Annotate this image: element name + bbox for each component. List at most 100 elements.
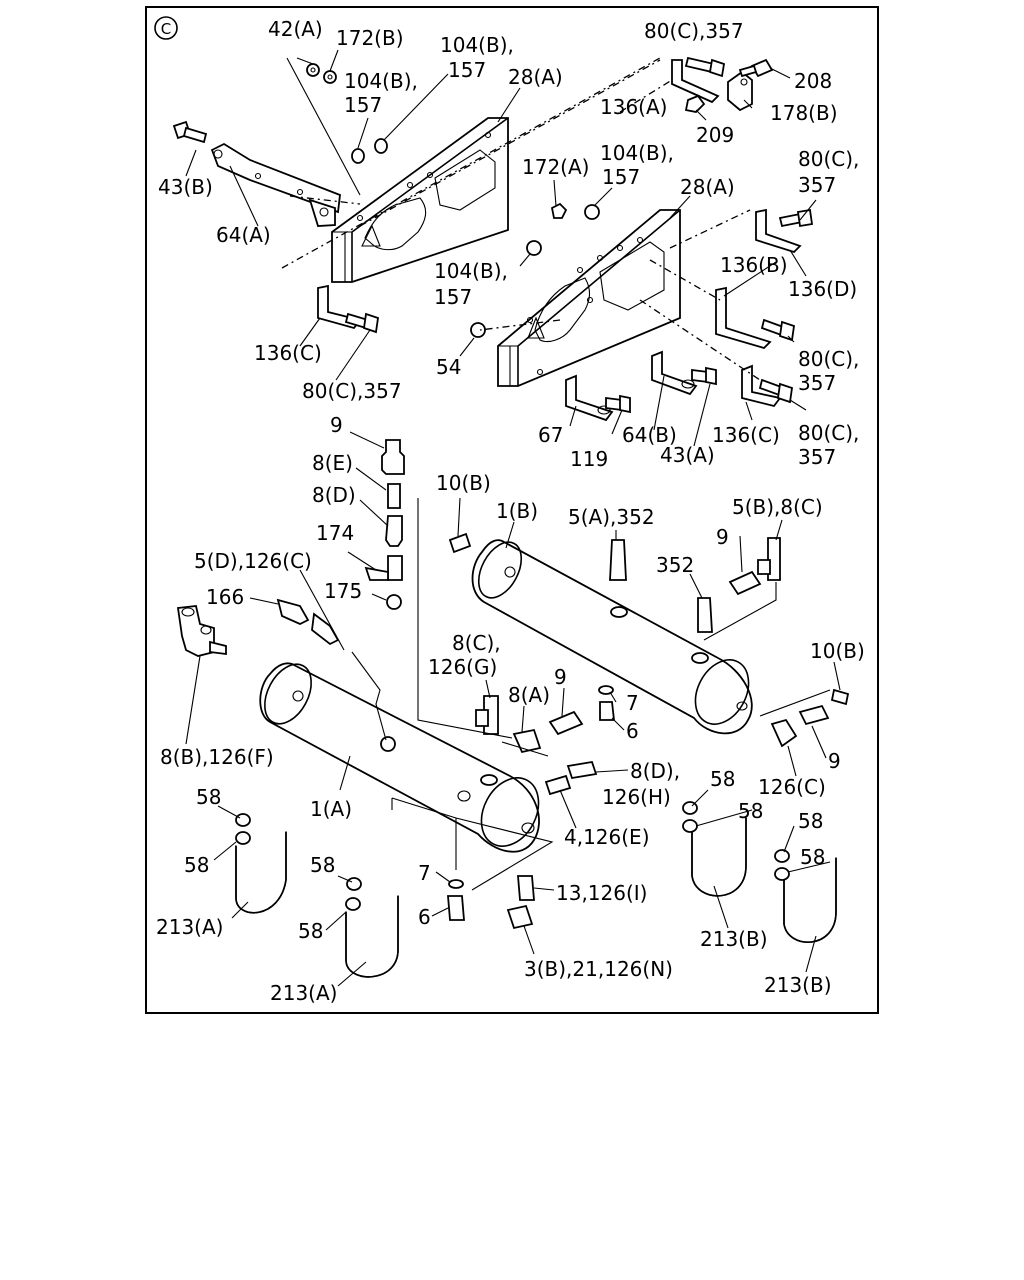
tee-fitting-8b bbox=[176, 605, 227, 657]
washer-7-right bbox=[598, 685, 614, 695]
fitting-stack bbox=[364, 439, 405, 610]
label-58-g: 58 bbox=[800, 845, 825, 869]
label-104b-b: 104(B), bbox=[344, 69, 418, 93]
label-213a-a: 213(A) bbox=[156, 915, 223, 939]
label-58-c: 58 bbox=[738, 799, 763, 823]
label-157-a: 157 bbox=[448, 58, 486, 82]
washer-7-left bbox=[448, 879, 464, 889]
bolt-119 bbox=[605, 394, 631, 414]
fitting-10b-top bbox=[448, 532, 472, 554]
label-157-c: 157 bbox=[602, 165, 640, 189]
bolt-80c-d bbox=[778, 208, 814, 228]
nut-172a bbox=[550, 202, 568, 219]
fitting-10b-right bbox=[830, 688, 850, 706]
u-bolt-213a-left bbox=[235, 813, 287, 914]
label-157-d: 157 bbox=[434, 285, 472, 309]
label-7-b: 7 bbox=[418, 861, 431, 885]
bolt-80c-e bbox=[758, 378, 793, 404]
nut-104b-upper bbox=[351, 138, 388, 164]
label-136b: 136(B) bbox=[720, 253, 788, 277]
label-67: 67 bbox=[538, 423, 563, 447]
label-209: 209 bbox=[696, 123, 734, 147]
bracket-136b bbox=[715, 286, 772, 350]
fitting-352 bbox=[697, 597, 713, 633]
bracket-136a bbox=[671, 59, 720, 104]
label-213b-b: 213(B) bbox=[764, 973, 832, 997]
label-10b-b: 10(B) bbox=[810, 639, 865, 663]
bolt-80c-top bbox=[684, 56, 726, 78]
label-352: 352 bbox=[656, 553, 694, 577]
label-8a: 8(A) bbox=[508, 683, 550, 707]
label-213a-b: 213(A) bbox=[270, 981, 337, 1005]
bolt-43b bbox=[172, 120, 208, 144]
fitting-9-right bbox=[728, 570, 762, 596]
label-5b-8c: 5(B),8(C) bbox=[732, 495, 823, 519]
label-136d: 136(D) bbox=[788, 277, 857, 301]
bracket-plate-28a-right bbox=[497, 209, 681, 387]
fitting-5d-126c bbox=[311, 612, 340, 646]
label-1b: 1(B) bbox=[496, 499, 538, 523]
label-172b: 172(B) bbox=[336, 26, 404, 50]
label-43b: 43(B) bbox=[158, 175, 213, 199]
air-tank-1b bbox=[471, 539, 753, 735]
fitting-8d-lower bbox=[566, 760, 598, 780]
label-178b: 178(B) bbox=[770, 101, 838, 125]
label-80c-357-a: 80(C),357 bbox=[644, 19, 744, 43]
fitting-8a bbox=[512, 728, 542, 754]
label-126c-b: 126(C) bbox=[758, 775, 826, 799]
label-8e: 8(E) bbox=[312, 451, 353, 475]
air-tank-1a bbox=[259, 662, 540, 853]
nut-54 bbox=[470, 322, 486, 338]
fitting-5a-352 bbox=[609, 539, 627, 581]
label-58-b: 58 bbox=[710, 767, 735, 791]
u-bolt-213b-centre bbox=[682, 801, 747, 897]
label-5d-126c: 5(D),126(C) bbox=[194, 549, 312, 573]
label-64b: 64(B) bbox=[622, 423, 677, 447]
label-58-a: 58 bbox=[196, 785, 221, 809]
label-104b-a: 104(B), bbox=[440, 33, 514, 57]
label-5a-352: 5(A),352 bbox=[568, 505, 655, 529]
label-208: 208 bbox=[794, 69, 832, 93]
drain-6-left bbox=[447, 895, 465, 921]
label-172a: 172(A) bbox=[522, 155, 589, 179]
label-357-e: 357 bbox=[798, 445, 836, 469]
label-58-f: 58 bbox=[798, 809, 823, 833]
arm-64a bbox=[210, 142, 341, 227]
label-9-c: 9 bbox=[554, 665, 567, 689]
bracket-plate-28a-left bbox=[331, 117, 509, 283]
fitting-9-centre bbox=[548, 710, 584, 736]
nut-104b-mid bbox=[526, 204, 600, 256]
fitting-4 bbox=[544, 774, 572, 796]
label-9-d: 9 bbox=[828, 749, 841, 773]
label-357-b: 357 bbox=[798, 173, 836, 197]
bracket-64b bbox=[651, 350, 698, 396]
label-28a-b: 28(A) bbox=[680, 175, 735, 199]
tee-fitting-8c bbox=[475, 695, 499, 735]
nut-172b bbox=[323, 70, 337, 84]
u-bolt-213a-centre bbox=[345, 877, 399, 978]
label-58-e: 58 bbox=[310, 853, 335, 877]
u-bolt-213b-right bbox=[774, 849, 837, 944]
washer-352 bbox=[610, 606, 628, 618]
label-58-d: 58 bbox=[184, 853, 209, 877]
svg-text:C: C bbox=[161, 20, 171, 38]
label-6-b: 6 bbox=[418, 905, 431, 929]
elbow-126c-right bbox=[770, 718, 798, 748]
label-9-a: 9 bbox=[330, 413, 343, 437]
bolt-80c-c bbox=[344, 312, 379, 334]
label-80c-b1: 80(C), bbox=[798, 147, 859, 171]
label-54: 54 bbox=[436, 355, 461, 379]
washer-42a bbox=[306, 63, 320, 77]
leader-lines bbox=[185, 49, 841, 987]
label-6-a: 6 bbox=[626, 719, 639, 743]
label-8c-a: 8(C), bbox=[452, 631, 501, 655]
label-104b-d: 104(B), bbox=[434, 259, 508, 283]
label-80c-e1: 80(C), bbox=[798, 421, 859, 445]
fitting-9-lower-right bbox=[798, 704, 830, 726]
label-357-d: 357 bbox=[798, 371, 836, 395]
label-157-b: 157 bbox=[344, 93, 382, 117]
label-4-126e: 4,126(E) bbox=[564, 825, 650, 849]
label-166: 166 bbox=[206, 585, 244, 609]
label-136c-b: 136(C) bbox=[712, 423, 780, 447]
